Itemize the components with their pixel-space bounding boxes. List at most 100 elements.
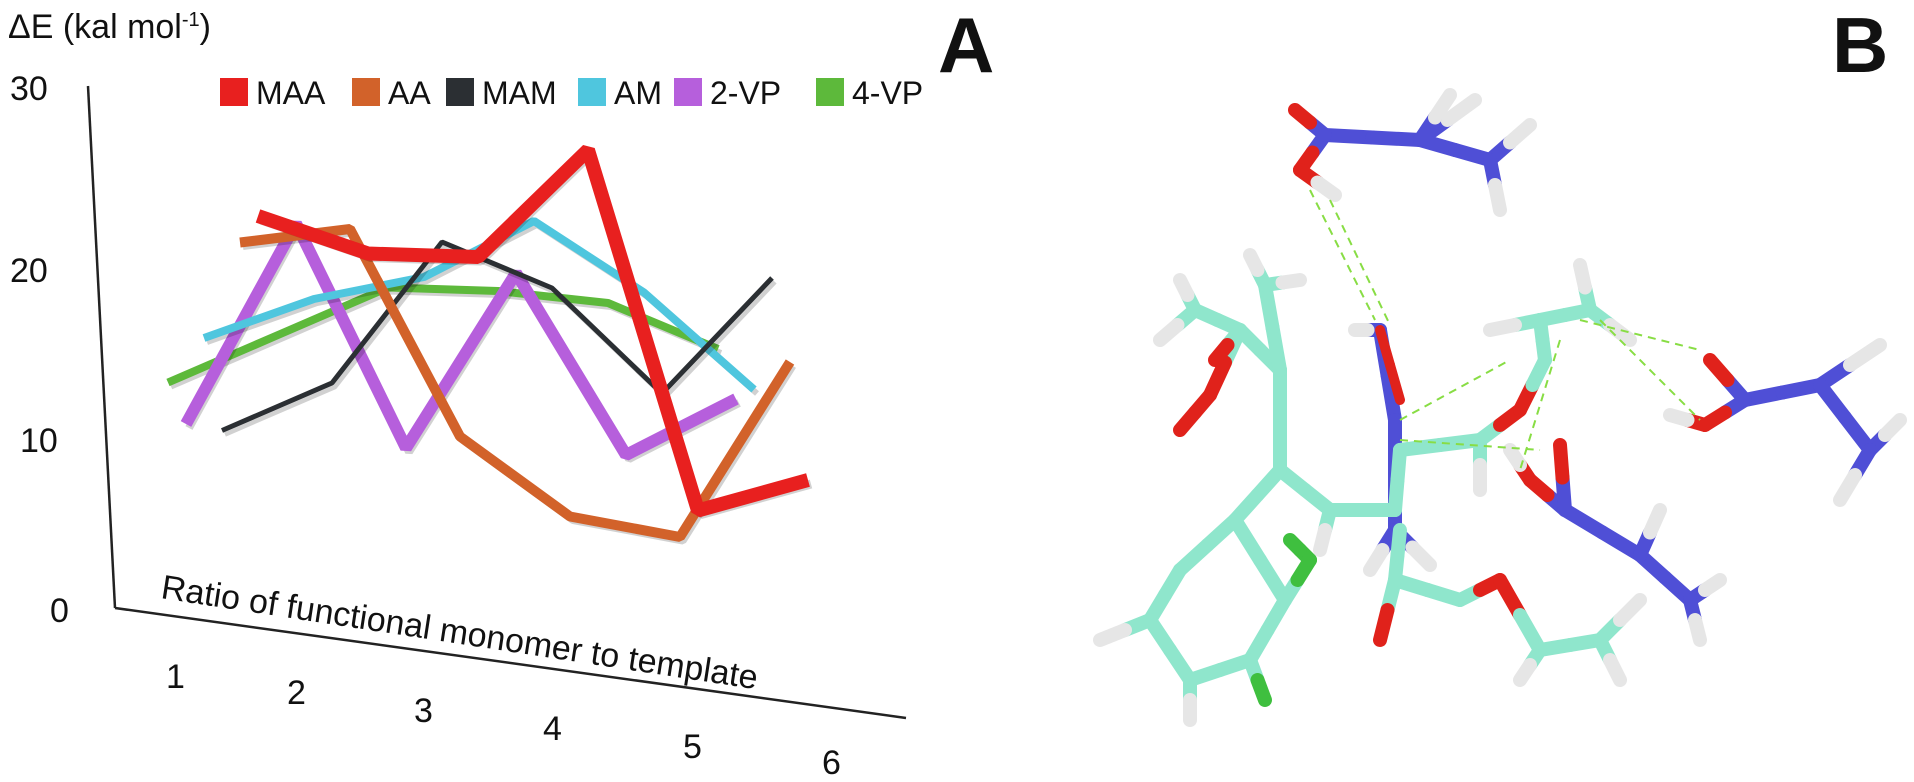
bond-layer	[1093, 88, 1907, 727]
bond	[1365, 130, 1427, 147]
bond	[1250, 673, 1272, 707]
x-tick-label: 1	[166, 658, 185, 696]
bond	[1513, 658, 1537, 687]
hydrogen-bond	[1519, 339, 1561, 471]
legend-label: MAA	[256, 75, 326, 111]
legend-label: MAM	[482, 75, 557, 111]
x-tick-label: 6	[822, 744, 841, 782]
bond	[1265, 320, 1287, 377]
panel-label-b: B	[1832, 1, 1888, 89]
bond	[1688, 613, 1707, 647]
hydrogen-bond-layer	[1309, 189, 1701, 471]
x-axis-line	[114, 606, 907, 720]
series-layer	[166, 144, 813, 545]
hydrogen-bond	[1309, 189, 1376, 321]
x-tick-labels: 1 2 3 4 5 6	[166, 658, 841, 782]
legend-item-mam: MAM	[446, 75, 557, 111]
bond	[1258, 278, 1280, 335]
bond	[1173, 405, 1202, 437]
bond	[1228, 513, 1267, 567]
bond	[1643, 503, 1667, 540]
y-tick-label: 20	[10, 252, 48, 290]
series-shadow-mam	[224, 243, 777, 437]
legend-item-am: AM	[578, 75, 662, 111]
bond	[1595, 525, 1647, 562]
bond	[1553, 438, 1570, 485]
bond	[1253, 553, 1292, 607]
legend-swatch	[674, 78, 702, 106]
legend-label: 2-VP	[710, 75, 781, 111]
bond	[1243, 248, 1265, 277]
x-tick-label: 2	[287, 674, 306, 712]
legend-item-4vp: 4-VP	[816, 75, 923, 111]
legend-label: AA	[388, 75, 431, 111]
legend-swatch	[816, 78, 844, 106]
y-tick-labels: 30 20 10 0	[10, 70, 69, 630]
x-axis-title: Ratio of functional monomer to template	[159, 568, 761, 697]
bond	[1385, 360, 1405, 405]
bond	[1613, 593, 1647, 627]
hydrogen-bond	[1399, 439, 1541, 451]
y-tick-label: 10	[20, 422, 58, 460]
bond	[1843, 338, 1887, 372]
bond	[1373, 603, 1395, 647]
chart-panel-a: A ΔE (kal mol-1) 30 20 10 0 Ratio of fun…	[8, 1, 994, 782]
legend-item-2vp: 2-VP	[674, 75, 781, 111]
bond	[1440, 93, 1482, 127]
bond	[1208, 338, 1235, 367]
bond	[1503, 443, 1527, 472]
legend-swatch	[446, 78, 474, 106]
bond	[1488, 178, 1507, 217]
hydrogen-bond	[1329, 199, 1391, 326]
series-line-4-vp	[166, 283, 720, 387]
y-axis-line	[86, 85, 117, 609]
molecular-model-panel-b: B	[1093, 1, 1907, 727]
bond	[1363, 543, 1390, 577]
bond	[1503, 118, 1537, 150]
legend-swatch	[220, 78, 248, 106]
x-tick-label: 5	[683, 728, 702, 766]
bond	[1318, 128, 1380, 145]
bond	[1405, 540, 1437, 572]
series-line-maa	[255, 144, 810, 518]
bond	[1833, 468, 1862, 507]
y-axis-title: ΔE (kal mol-1)	[8, 8, 211, 46]
bond	[1093, 623, 1132, 647]
y-tick-label: 30	[10, 70, 48, 108]
bond	[1663, 408, 1695, 427]
bond	[1288, 103, 1317, 130]
x-tick-label: 3	[414, 692, 433, 730]
x-tick-label: 4	[543, 710, 562, 748]
hydrogen-bond	[1599, 319, 1701, 421]
legend-item-aa: AA	[352, 75, 431, 111]
bond	[1173, 273, 1195, 302]
bond	[1603, 653, 1627, 687]
bond	[1380, 368, 1402, 427]
y-tick-label: 0	[50, 592, 69, 630]
series-line-mam	[221, 239, 774, 433]
hydrogen-bond	[1579, 319, 1701, 351]
legend-swatch	[578, 78, 606, 106]
panel-label-a: A	[938, 1, 994, 89]
bond	[1283, 533, 1307, 557]
legend-label: 4-VP	[852, 75, 923, 111]
legend-item-maa: MAA	[220, 75, 326, 111]
hydrogen-bond	[1399, 359, 1511, 421]
series-line-2-vp	[180, 220, 739, 461]
bond	[1375, 325, 1395, 370]
bond	[1698, 573, 1727, 597]
bond	[1153, 318, 1185, 347]
bond	[1390, 523, 1407, 562]
bond	[1558, 503, 1610, 540]
bond	[1703, 353, 1735, 387]
bond	[1275, 273, 1307, 290]
bond	[1310, 175, 1342, 202]
legend-label: AM	[614, 75, 662, 111]
bond	[1483, 318, 1522, 337]
bond	[1428, 88, 1457, 125]
bond	[1878, 413, 1907, 442]
bond	[1573, 258, 1592, 295]
legend: MAA AA MAM AM 2-VP 4-VP	[220, 75, 923, 111]
legend-swatch	[352, 78, 380, 106]
